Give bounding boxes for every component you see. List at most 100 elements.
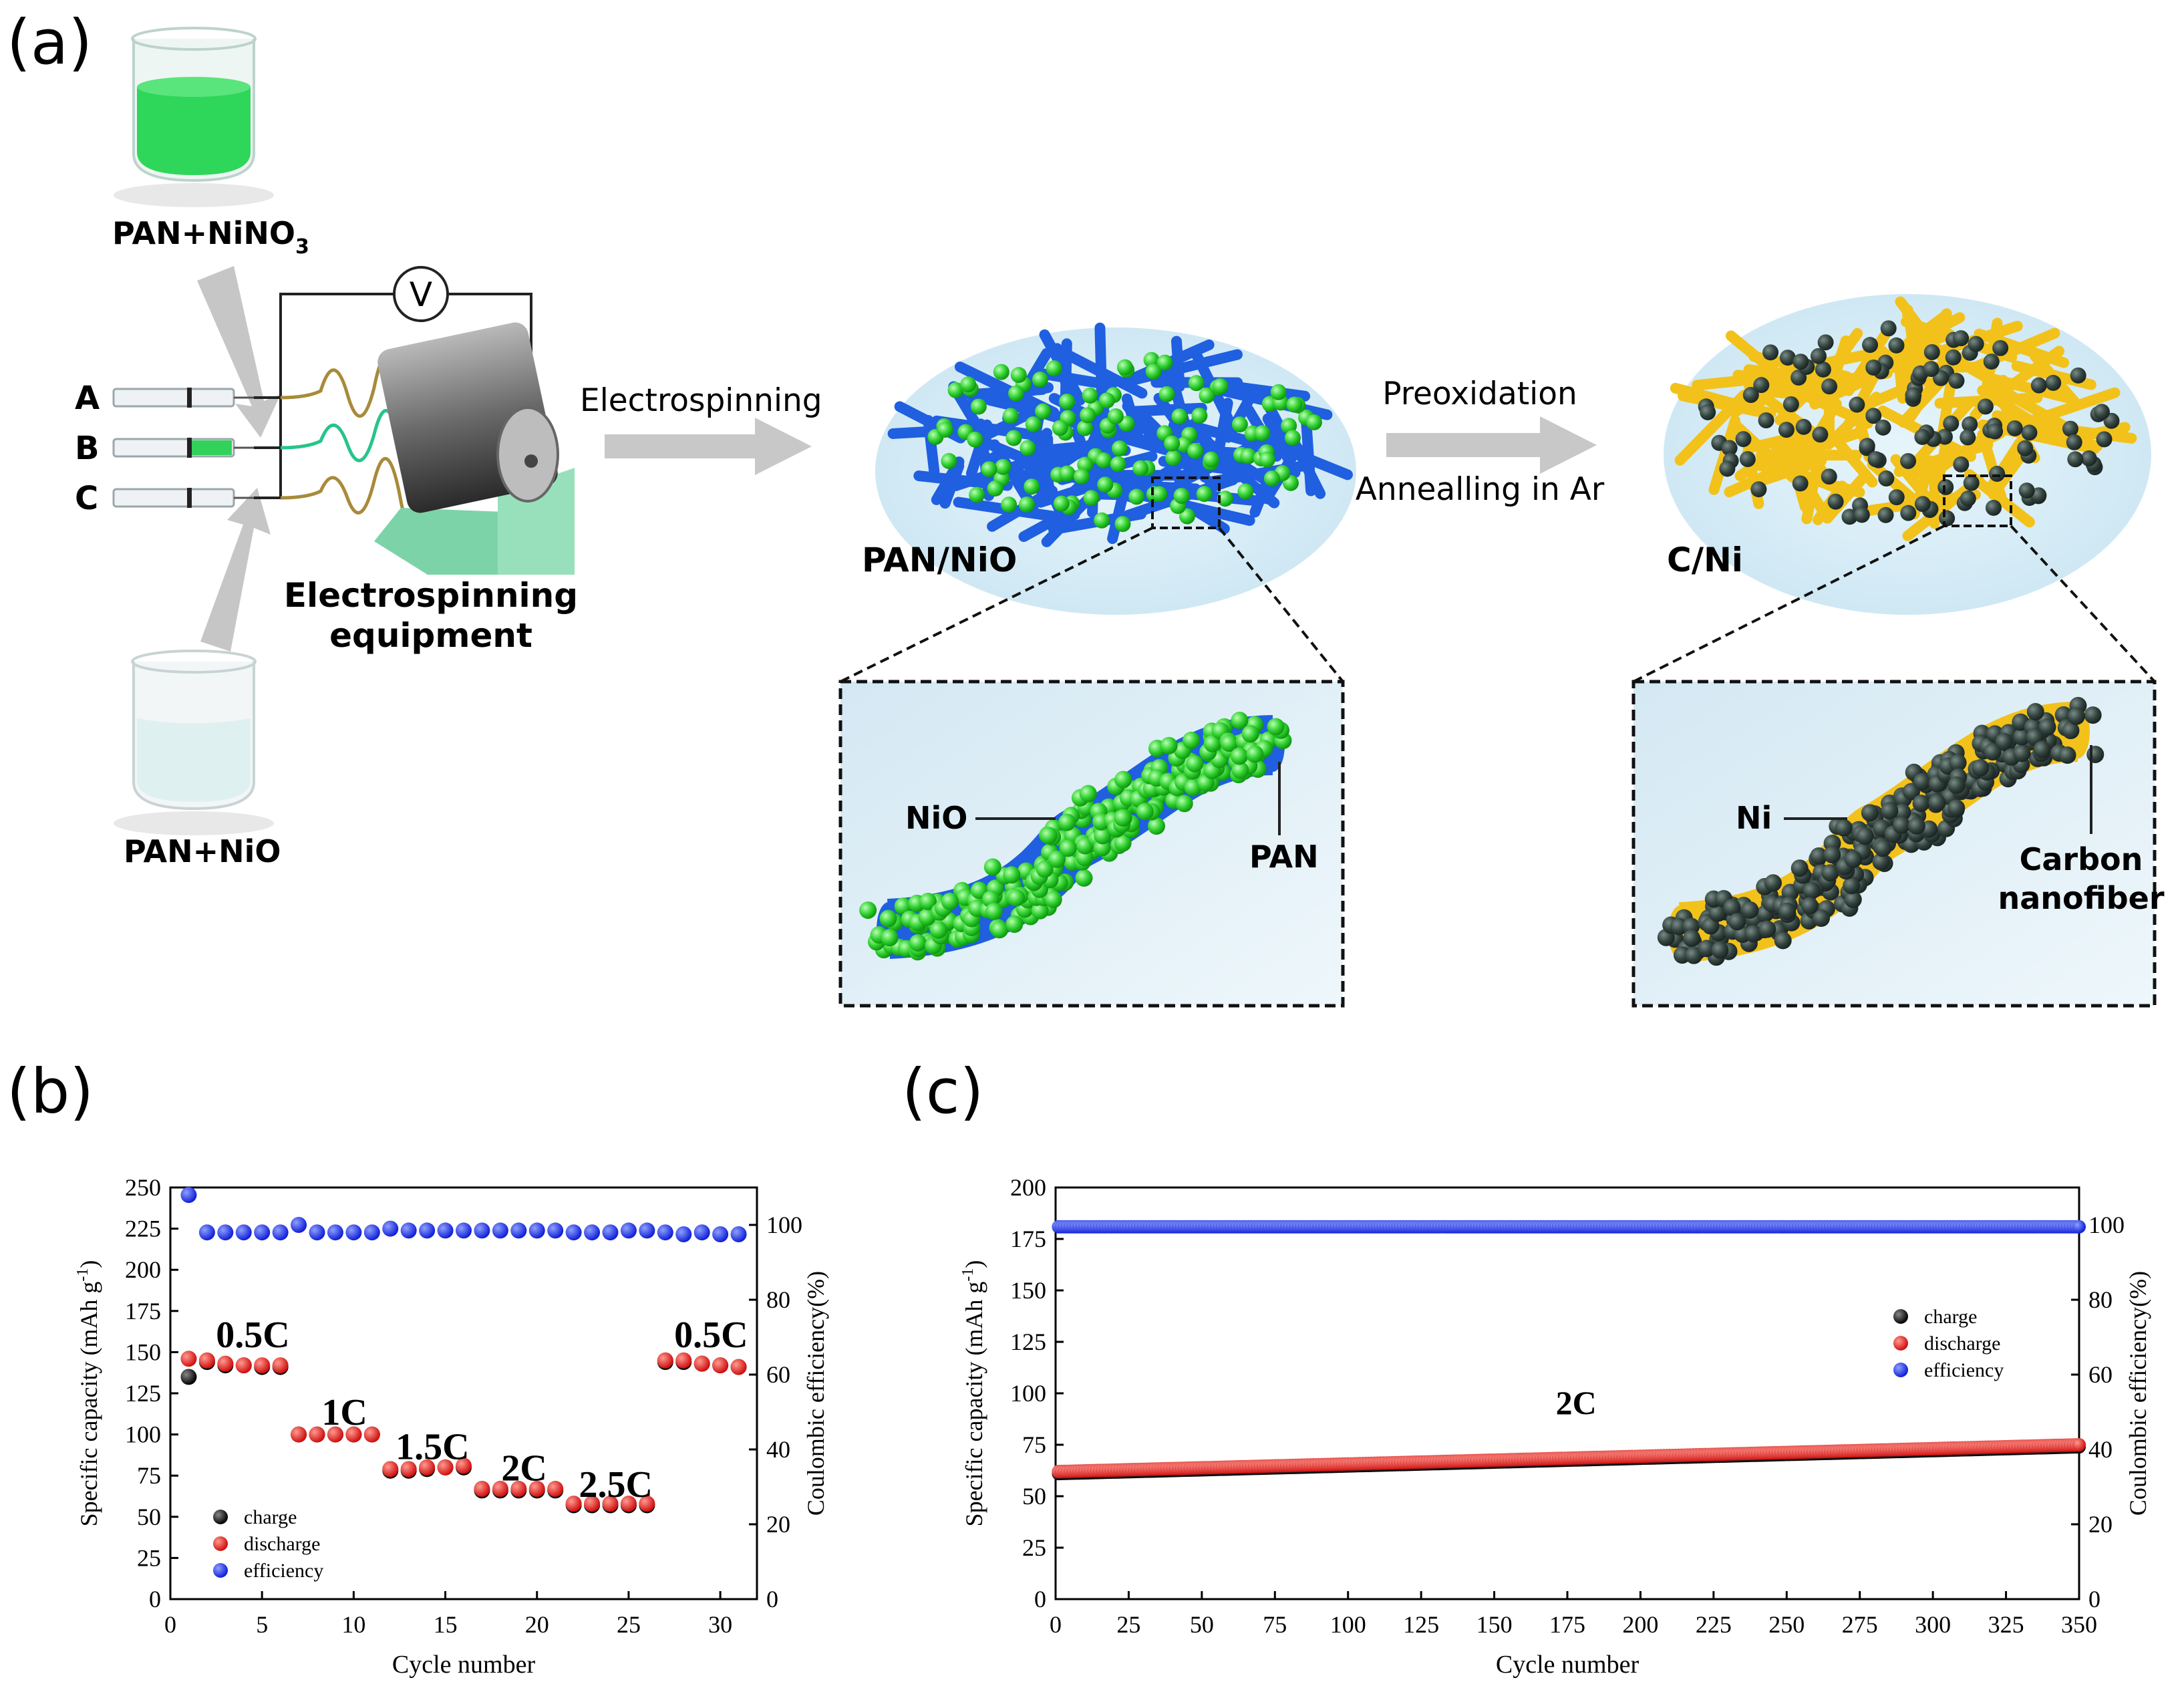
mat-particle [1989, 466, 2006, 482]
fiber-particle [1231, 761, 1249, 779]
fiber-particle [1005, 915, 1024, 933]
mat-particle [1107, 408, 1124, 425]
y2-tick-label: 80 [766, 1286, 790, 1313]
fiber-particle [1058, 813, 1076, 831]
fiber-particle [1183, 731, 1201, 749]
data-point-efficiency [254, 1224, 271, 1241]
fiber-particle [1913, 772, 1931, 791]
mat-particle [995, 458, 1011, 475]
data-point-discharge [657, 1352, 673, 1369]
mat-particle [1151, 486, 1168, 503]
fiber-particle [1003, 866, 1021, 884]
x-tick-label: 325 [1988, 1611, 2024, 1638]
fiber-particle [1685, 946, 1703, 964]
fiber-particle [1698, 940, 1716, 958]
mat-particle [1700, 404, 1716, 420]
data-point-efficiency [235, 1224, 252, 1241]
mat-particle [1114, 516, 1131, 533]
fiber-particle [2062, 722, 2080, 740]
data-point-discharge [419, 1459, 436, 1476]
fiber-particle [1907, 817, 1925, 835]
x-tick-label: 350 [2061, 1611, 2097, 1638]
data-point-discharge [528, 1480, 545, 1497]
mat-particle [2062, 420, 2078, 437]
mat-particle [1173, 488, 1190, 505]
x-tick-label: 0 [1050, 1611, 1062, 1638]
collector-drum [374, 322, 575, 575]
y-tick-label: 100 [1010, 1380, 1046, 1407]
feed-arrow-top [197, 266, 281, 438]
inset2-carbon-ni-fiber [1657, 696, 2104, 966]
y-tick-label: 125 [125, 1380, 161, 1407]
mat-particle [1212, 378, 1229, 395]
mat-particle [1735, 431, 1752, 448]
mat-particle [981, 461, 997, 478]
fiber-particle [983, 858, 1001, 876]
mat-particle [1263, 470, 1280, 486]
mat-particle [1937, 478, 1954, 495]
mat-particle [1032, 371, 1048, 388]
mat-fiber [1028, 437, 1127, 457]
mat-particle [1865, 408, 1882, 424]
fiber-particle [1778, 902, 1797, 920]
mat-particle [2070, 367, 2086, 384]
fiber-particle [1874, 839, 1892, 857]
data-point-efficiency [419, 1222, 436, 1239]
fiber-particle [1136, 803, 1154, 821]
mat-particle [1853, 507, 1870, 523]
mat-fiber [1827, 430, 1878, 488]
fiber-particle [1723, 899, 1741, 917]
mat-particle [1073, 468, 1090, 485]
mat-particle [1025, 416, 1042, 432]
data-point-efficiency [180, 1187, 197, 1204]
mat-fiber [1094, 322, 1108, 408]
data-point-efficiency [693, 1224, 710, 1241]
mat-particle [1240, 448, 1257, 464]
mat-particle [1888, 337, 1905, 354]
process-arrow-2 [1386, 416, 1597, 474]
mat-particle [1849, 396, 1865, 413]
mat-particle [1792, 475, 1809, 492]
fiber-particle [2086, 745, 2104, 763]
fiber-particle [1147, 817, 1165, 835]
syringe-label-a: A [75, 380, 100, 417]
y-tick-label: 50 [137, 1504, 161, 1530]
inset1-zoom-lines [840, 527, 1344, 683]
y-tick-label: 75 [1022, 1431, 1046, 1458]
data-point-discharge [198, 1352, 215, 1369]
data-point-efficiency [492, 1222, 508, 1239]
data-point-efficiency [528, 1222, 545, 1239]
mat-particle [1963, 474, 1980, 491]
mat-particle [1962, 416, 1978, 433]
fiber-particle [1683, 930, 1701, 948]
data-point-efficiency [363, 1224, 380, 1241]
fiber-particle [1835, 819, 1853, 837]
mat-particle [1719, 460, 1736, 477]
mat-particle [1020, 440, 1036, 456]
x-tick-label: 150 [1476, 1611, 1513, 1638]
data-point-discharge [437, 1459, 454, 1476]
mat-particle [1877, 507, 1894, 523]
mat-particle [1203, 451, 1219, 468]
x-tick-label: 300 [1915, 1611, 1951, 1638]
y-tick-label: 100 [125, 1421, 161, 1448]
mat-fiber [1753, 460, 1865, 498]
data-point-discharge [510, 1480, 527, 1497]
fiber-particle [1803, 881, 1821, 899]
syringe-label-c: C [75, 480, 98, 517]
fiber-particle [859, 901, 877, 919]
mat-particle [1875, 419, 1891, 436]
fiber-particle [1844, 891, 1862, 909]
fiber-particle [2033, 740, 2051, 758]
y-tick-label: 175 [125, 1298, 161, 1324]
data-point-discharge [2072, 1438, 2086, 1451]
panel-a-letter: (a) [7, 7, 92, 78]
x-tick-label: 0 [164, 1611, 176, 1638]
beaker-bottom [114, 650, 274, 835]
legend-marker-discharge [1893, 1336, 1908, 1351]
mat-particle [1005, 430, 1022, 446]
data-point-discharge [730, 1359, 747, 1375]
legend-marker-charge [1893, 1309, 1908, 1324]
y2-tick-label: 0 [2088, 1586, 2100, 1612]
